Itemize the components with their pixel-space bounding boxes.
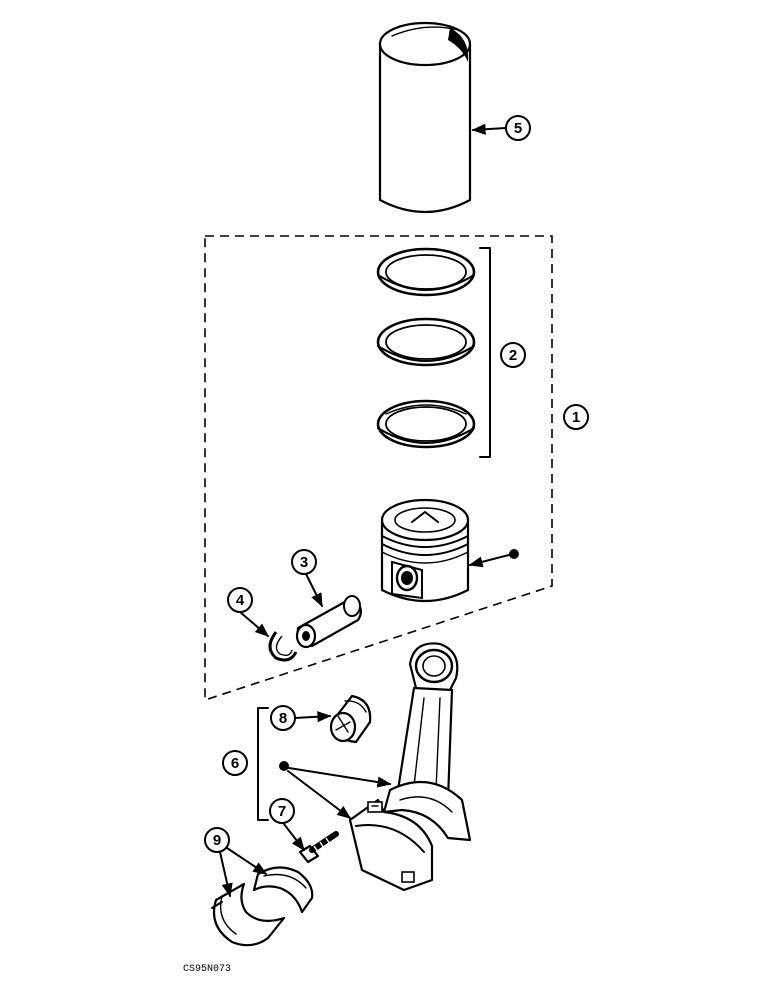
rod-bolt (298, 831, 339, 864)
leader-7 (283, 823, 305, 852)
callout-1: 1 (563, 404, 589, 430)
callout-5: 5 (505, 115, 531, 141)
leader-9b (223, 845, 268, 875)
drawing-code: CS95N073 (183, 964, 231, 975)
rod-cap (348, 798, 434, 892)
bearing-bracket (257, 707, 269, 821)
kit-boundary (204, 235, 553, 702)
svg-text:5: 5 (514, 120, 522, 137)
svg-text:7: 7 (278, 803, 286, 820)
leader-3 (305, 573, 323, 608)
leader-9a (219, 851, 233, 898)
svg-text:3: 3 (300, 554, 308, 571)
connecting-rod (382, 642, 472, 842)
svg-text:4: 4 (236, 592, 245, 609)
bearing-shells (211, 866, 314, 947)
svg-text:1: 1 (572, 409, 580, 426)
svg-text:9: 9 (213, 832, 221, 849)
piston (380, 498, 470, 603)
ring-bracket (479, 247, 491, 458)
piston-rings (376, 247, 476, 449)
callout-9: 9 (204, 827, 230, 853)
svg-text:8: 8 (279, 710, 287, 727)
callout-3: 3 (291, 549, 317, 575)
callout-4: 4 (227, 587, 253, 613)
leader-4 (239, 611, 270, 637)
snap-ring (268, 631, 298, 662)
piston-pin (295, 595, 363, 649)
callout-8: 8 (270, 705, 296, 731)
callout-2: 2 (500, 342, 526, 368)
leader-5 (471, 123, 507, 135)
svg-text:2: 2 (509, 347, 517, 364)
callout-6: 6 (222, 750, 248, 776)
leader-8 (294, 711, 332, 723)
cylinder-sleeve (378, 21, 472, 214)
piston-marker-dot (509, 549, 519, 559)
bushing (329, 694, 372, 744)
svg-text:6: 6 (231, 755, 239, 772)
callout-7: 7 (269, 798, 295, 824)
rod-marker-dot (279, 761, 289, 771)
